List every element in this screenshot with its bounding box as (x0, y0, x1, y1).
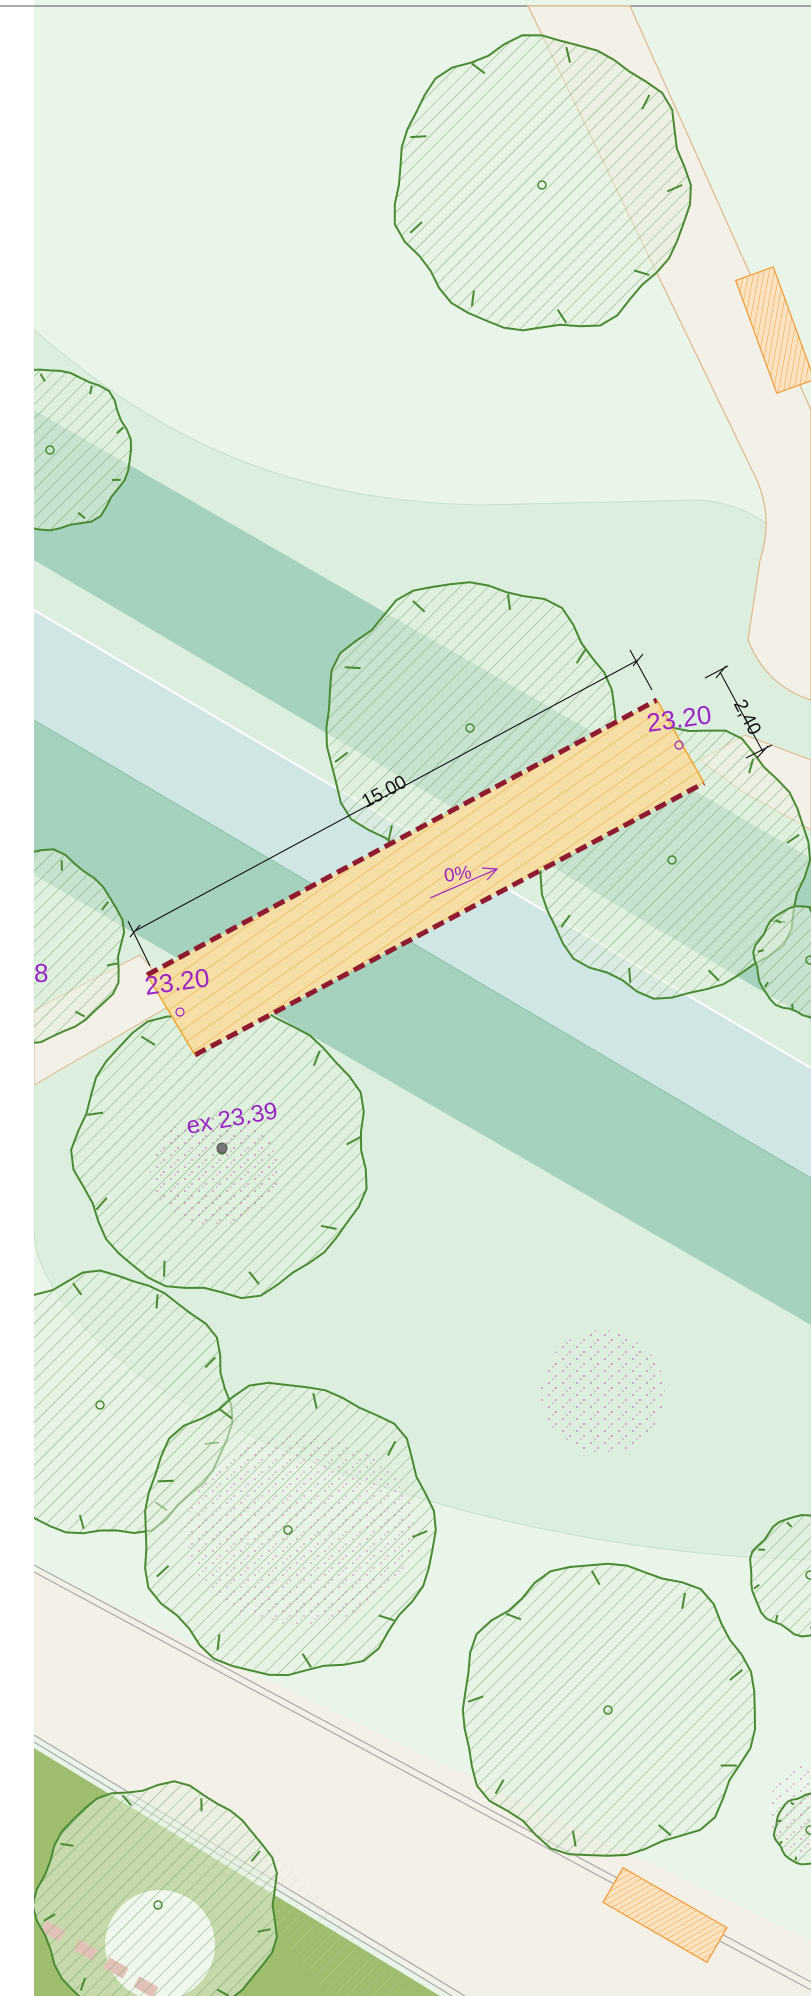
bank-edge-line (33, 719, 811, 1179)
bridge-edge-south (193, 780, 706, 1058)
tree-canopy (752, 905, 811, 1019)
tree-canopy (393, 34, 692, 332)
slope-label: 0% (443, 862, 473, 887)
tree-canopy (461, 1562, 757, 1857)
bridge-end-west (146, 974, 196, 1056)
stream-bank-south (34, 720, 811, 1325)
existing-level-marker (216, 1142, 228, 1154)
bench-north (734, 265, 811, 395)
bridge-deck-hatch (147, 700, 704, 1055)
footbridge (145, 697, 706, 1058)
level-marker-north (674, 740, 684, 750)
planting-dots-2 (541, 1330, 665, 1454)
bench-south (602, 1866, 728, 1964)
planting-dots-4 (770, 1765, 811, 1855)
planting-dots-3 (185, 1435, 415, 1625)
planting-dots-1 (150, 1115, 280, 1225)
level-marker-south (175, 1007, 185, 1017)
bridge-edge-north (145, 697, 659, 978)
left-margin-mask (0, 7, 34, 1996)
tree-canopy (749, 1513, 811, 1638)
tree-canopy (31, 1780, 278, 1996)
slope-arrow (429, 867, 499, 899)
dimension-width (704, 665, 773, 759)
partial-level-label: 8 (34, 958, 48, 988)
dimension-length (127, 649, 653, 967)
